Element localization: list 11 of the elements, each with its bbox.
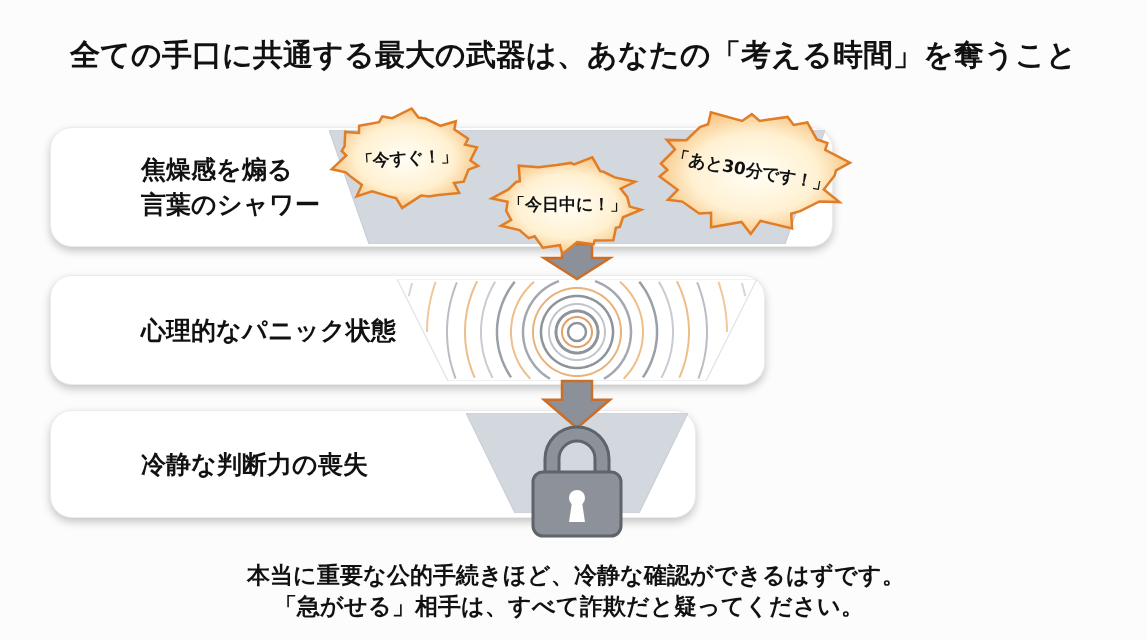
stage-label: 焦燥感を煽る言葉のシャワー	[141, 154, 321, 221]
stage-label: 心理的なパニック状態	[141, 314, 396, 347]
stage-band	[50, 410, 696, 518]
stage-label: 冷静な判断力の喪失	[141, 448, 368, 481]
note-text: 「急がせる」相手は、すべて詐欺だと疑ってください。	[274, 591, 864, 621]
stage-band	[50, 275, 765, 385]
note-text: 本当に重要な公的手続きほど、冷静な確認ができるはずです。	[247, 560, 905, 590]
arrow	[539, 242, 615, 281]
heading: 全ての手口に共通する最大の武器は、あなたの「考える時間」を奪うこと	[69, 36, 1077, 74]
funnel-segment	[397, 279, 757, 381]
padlock-icon	[531, 428, 623, 538]
